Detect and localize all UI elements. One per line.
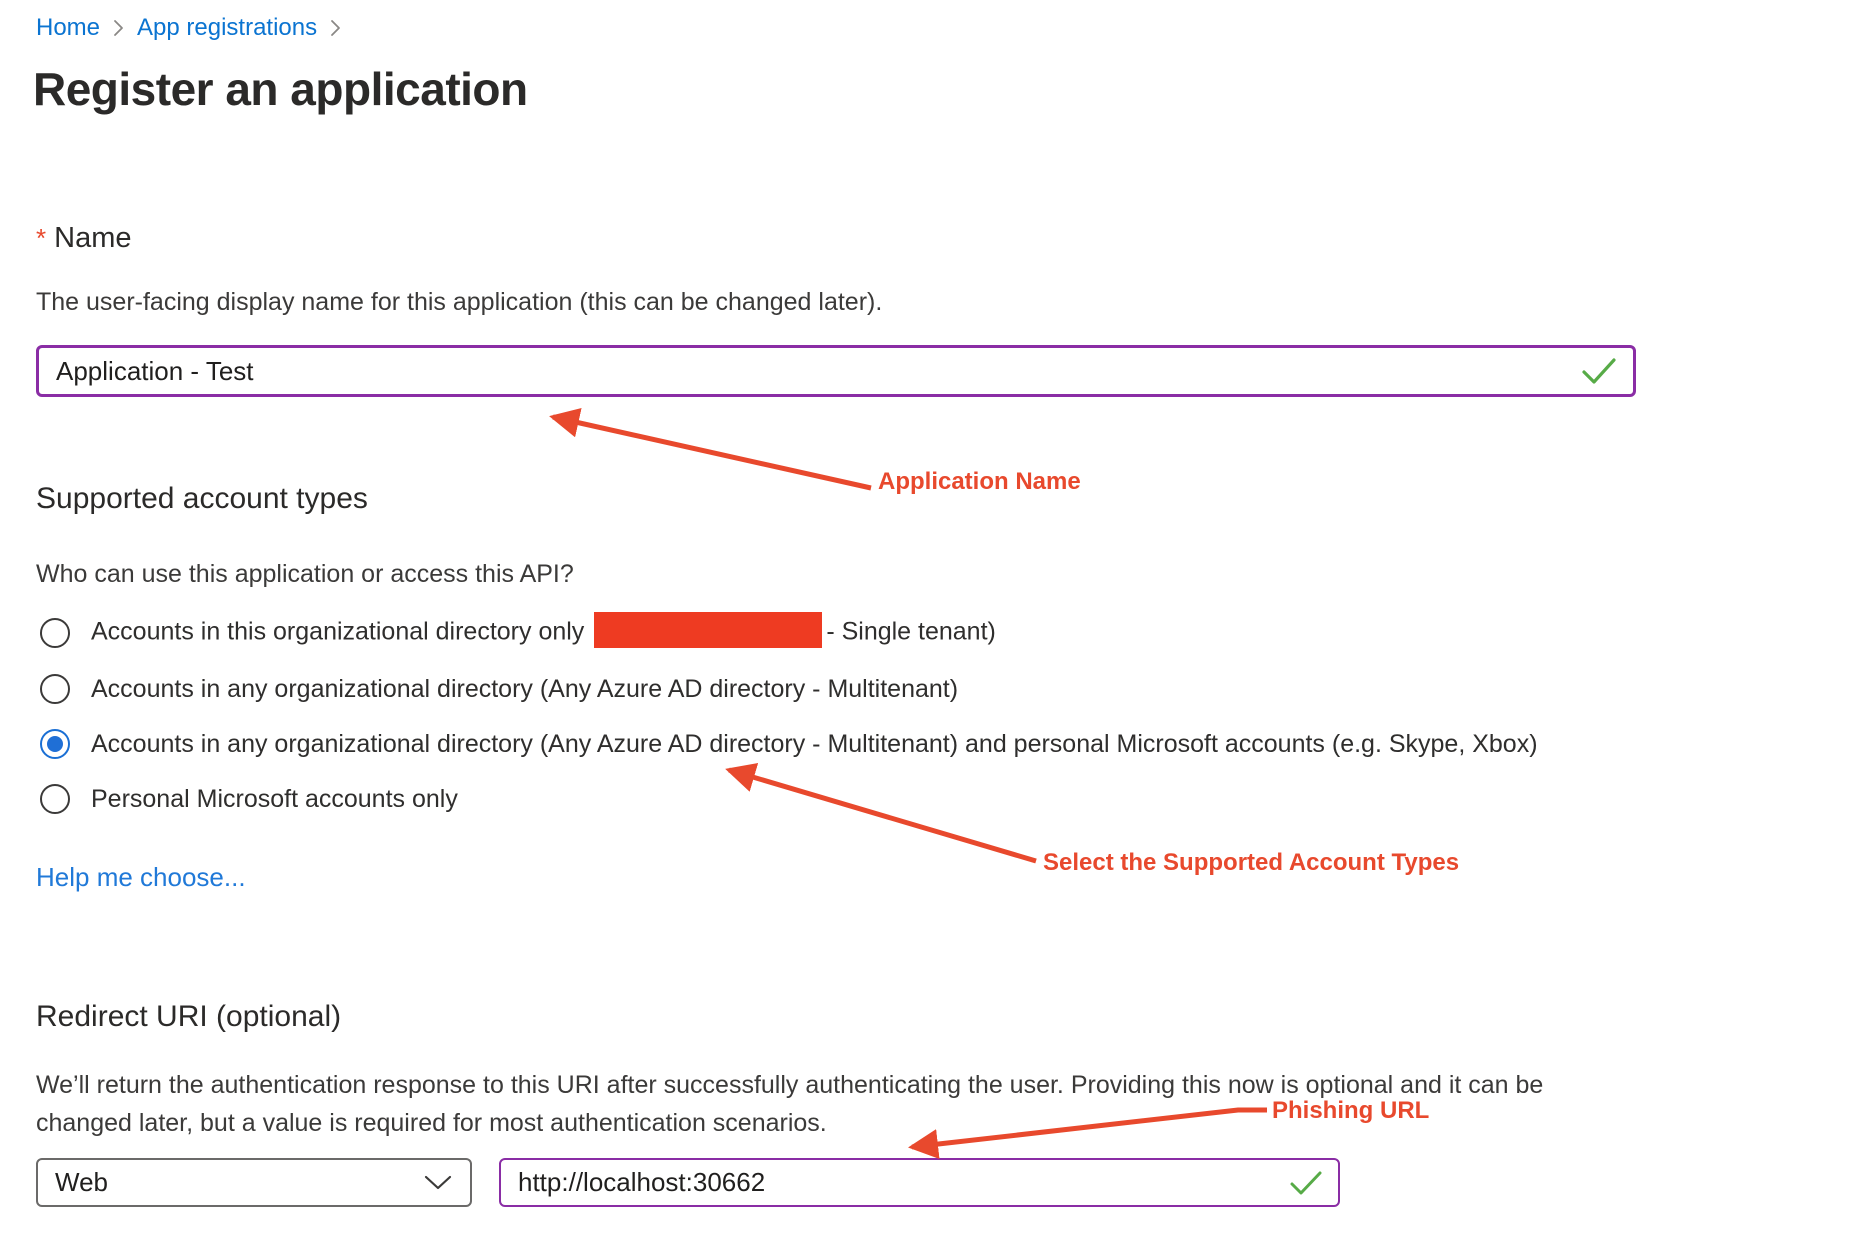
radio-button-icon[interactable] [40, 674, 70, 704]
radio-option-personal-only[interactable]: Personal Microsoft accounts only [40, 781, 458, 817]
annotation-phishing-url: Phishing URL [1272, 1097, 1430, 1124]
checkmark-icon [1579, 355, 1619, 387]
radio-button-icon[interactable] [40, 784, 70, 814]
radio-option-label: Accounts in this organizational director… [91, 612, 996, 651]
breadcrumb-home-link[interactable]: Home [36, 14, 101, 41]
page-title: Register an application [33, 63, 528, 115]
chevron-right-icon [330, 19, 341, 37]
redirect-uri-input[interactable] [501, 1167, 1288, 1198]
breadcrumb: Home App registrations [36, 14, 341, 42]
chevron-down-icon [424, 1175, 452, 1191]
radio-option-single-tenant[interactable]: Accounts in this organizational director… [40, 612, 996, 651]
checkmark-icon [1288, 1169, 1324, 1197]
redaction-box [594, 612, 823, 648]
supported-account-types-question: Who can use this application or access t… [36, 560, 574, 588]
name-field-label: *Name [36, 222, 132, 254]
redirect-uri-description: We’ll return the authentication response… [36, 1071, 1544, 1137]
breadcrumb-app-registrations-link[interactable]: App registrations [137, 14, 318, 41]
annotation-application-name: Application Name [878, 468, 1081, 495]
radio-option-multitenant[interactable]: Accounts in any organizational directory… [40, 671, 958, 707]
help-me-choose-link[interactable]: Help me choose... [36, 862, 246, 892]
platform-select[interactable]: Web [36, 1158, 472, 1207]
radio-option-label: Accounts in any organizational directory… [91, 674, 959, 703]
chevron-right-icon [113, 19, 124, 37]
annotation-supported-account-types: Select the Supported Account Types [1043, 849, 1460, 876]
radio-button-icon[interactable] [40, 618, 70, 648]
radio-option-label: Personal Microsoft accounts only [91, 784, 458, 813]
application-name-input[interactable] [39, 355, 1579, 387]
radio-button-selected-icon[interactable] [40, 729, 70, 759]
radio-option-multitenant-personal[interactable]: Accounts in any organizational directory… [40, 726, 1538, 762]
required-asterisk: * [36, 223, 47, 253]
radio-option-label: Accounts in any organizational directory… [91, 729, 1538, 758]
redirect-uri-heading: Redirect URI (optional) [36, 1000, 342, 1033]
redirect-uri-input-wrap [499, 1158, 1340, 1207]
application-name-input-wrap [36, 345, 1636, 397]
supported-account-types-heading: Supported account types [36, 482, 368, 515]
name-field-description: The user-facing display name for this ap… [36, 288, 883, 316]
platform-select-value: Web [55, 1167, 108, 1197]
